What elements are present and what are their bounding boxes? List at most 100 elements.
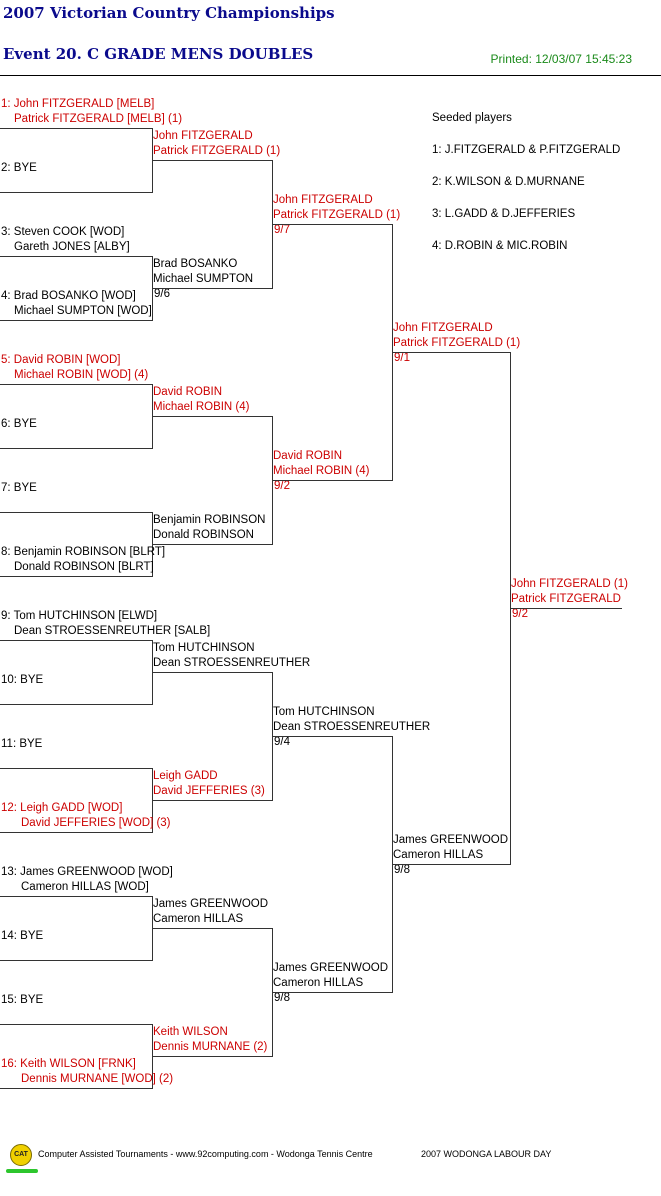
final-entry-1-score: 9/2 — [512, 608, 528, 620]
r1-entry-10-line1: 10: BYE — [1, 674, 44, 686]
r1-entry-4-line1: 4: Brad BOSANKO [WOD] — [1, 290, 136, 302]
r4-entry-1-line — [392, 352, 510, 353]
r3-entry-2-line — [272, 480, 392, 481]
r1-entry-4-line — [0, 320, 152, 321]
r3-entry-2-line1: David ROBIN — [273, 450, 343, 462]
r1-entry-10-line — [0, 704, 152, 705]
r3-entry-2-line2: Michael ROBIN (4) — [273, 465, 370, 477]
r1-entry-6-line — [0, 448, 152, 449]
r2-entry-7-line — [152, 928, 272, 929]
r1-entry-15-line1: 15: BYE — [1, 994, 44, 1006]
r3-entry-3-line1: Tom HUTCHINSON — [273, 706, 375, 718]
r4-entry-1-score: 9/1 — [394, 352, 410, 364]
r1-entry-12-line — [0, 832, 152, 833]
r3-entry-3-line — [272, 736, 392, 737]
r2-entry-8-line1: Keith WILSON — [153, 1026, 228, 1038]
r1-entry-13-line2: Cameron HILLAS [WOD] — [21, 881, 149, 893]
r3-entry-2-score: 9/2 — [274, 480, 290, 492]
r2-entry-2-line2: Michael SUMPTON — [153, 273, 254, 285]
r2-entry-1-line1: John FITZGERALD — [153, 130, 253, 142]
r1-entry-2-line1: 2: BYE — [1, 162, 37, 174]
final-entry-1-line2: Patrick FITZGERALD — [511, 593, 621, 605]
r3-entry-4-line2: Cameron HILLAS — [273, 977, 364, 989]
r1-entry-5-line2: Michael ROBIN [WOD] (4) — [14, 369, 149, 381]
r1-entry-12-line1: 12: Leigh GADD [WOD] — [1, 802, 123, 814]
logo-underline — [6, 1169, 38, 1173]
r2-entry-6-line — [152, 800, 272, 801]
r3-entry-1-score: 9/7 — [274, 224, 290, 236]
r2-entry-1-line — [152, 160, 272, 161]
r1-entry-8-line1: 8: Benjamin ROBINSON [BLRT] — [1, 546, 166, 558]
seed-item-2: 2: K.WILSON & D.MURNANE — [432, 176, 585, 188]
r3-entry-3-line2: Dean STROESSENREUTHER — [273, 721, 431, 733]
final-entry-1-line1: John FITZGERALD (1) — [511, 578, 628, 590]
r2-entry-4-line1: Benjamin ROBINSON — [153, 514, 266, 526]
r1-entry-6-line1: 6: BYE — [1, 418, 37, 430]
r1-entry-1-line — [0, 128, 152, 129]
r1-entry-16-line1: 16: Keith WILSON [FRNK] — [1, 1058, 136, 1070]
printed-timestamp: Printed: 12/03/07 15:45:23 — [490, 52, 632, 66]
r1-entry-9-line2: Dean STROESSENREUTHER [SALB] — [14, 625, 211, 637]
r2-entry-2-score: 9/6 — [154, 288, 170, 300]
r2-entry-8-line2: Dennis MURNANE (2) — [153, 1041, 268, 1053]
r1-entry-14-line1: 14: BYE — [1, 930, 44, 942]
r1-entry-13-line — [0, 896, 152, 897]
r1-entry-7-line1: 7: BYE — [1, 482, 37, 494]
r1-entry-5-line — [0, 384, 152, 385]
header-divider — [0, 75, 661, 76]
r2-entry-3-line1: David ROBIN — [153, 386, 223, 398]
cat-logo-icon: CAT — [10, 1144, 32, 1166]
r2-entry-4-line — [152, 544, 272, 545]
r4-entry-2-score: 9/8 — [394, 864, 410, 876]
r1-entry-3-line2: Gareth JONES [ALBY] — [14, 241, 130, 253]
r3-entry-1-line1: John FITZGERALD — [273, 194, 373, 206]
r2-entry-5-line — [152, 672, 272, 673]
r1-entry-11-line — [0, 768, 152, 769]
r1-entry-8-line — [0, 576, 152, 577]
championship-title: 2007 Victorian Country Championships — [3, 4, 335, 22]
r1-entry-8-line2: Donald ROBINSON [BLRT] — [14, 561, 154, 573]
r2-entry-5-line2: Dean STROESSENREUTHER — [153, 657, 311, 669]
r1-entry-4-line2: Michael SUMPTON [WOD] — [14, 305, 152, 317]
r4-entry-2-line2: Cameron HILLAS — [393, 849, 484, 861]
r1-entry-9-line — [0, 640, 152, 641]
r2-entry-7-line1: James GREENWOOD — [153, 898, 269, 910]
seed-item-3: 3: L.GADD & D.JEFFERIES — [432, 208, 576, 220]
footer-credit: Computer Assisted Tournaments - www.92co… — [38, 1149, 373, 1159]
r1-entry-2-line — [0, 192, 152, 193]
r3-entry-3-score: 9/4 — [274, 736, 290, 748]
r1-entry-13-line1: 13: James GREENWOOD [WOD] — [1, 866, 173, 878]
r2-entry-5-line1: Tom HUTCHINSON — [153, 642, 255, 654]
r4-entry-1-line1: John FITZGERALD — [393, 322, 493, 334]
r2-entry-3-line2: Michael ROBIN (4) — [153, 401, 250, 413]
r1-entry-3-line — [0, 256, 152, 257]
r1-entry-16-line2: Dennis MURNANE [WOD] (2) — [21, 1073, 174, 1085]
r1-entry-7-line — [0, 512, 152, 513]
r1-entry-3-line1: 3: Steven COOK [WOD] — [1, 226, 125, 238]
r2-entry-6-line2: David JEFFERIES (3) — [153, 785, 265, 797]
r3-entry-4-line1: James GREENWOOD — [273, 962, 389, 974]
r4-entry-1-line2: Patrick FITZGERALD (1) — [393, 337, 521, 349]
seed-item-1: 1: J.FITZGERALD & P.FITZGERALD — [432, 144, 621, 156]
r1-entry-12-line2: David JEFFERIES [WOD] (3) — [21, 817, 171, 829]
r3-entry-4-line — [272, 992, 392, 993]
r1-entry-1-line1: 1: John FITZGERALD [MELB] — [1, 98, 155, 110]
r2-entry-6-line1: Leigh GADD — [153, 770, 218, 782]
event-title: Event 20. C GRADE MENS DOUBLES — [3, 45, 314, 63]
r2-entry-3-line — [152, 416, 272, 417]
r4-entry-2-line — [392, 864, 510, 865]
final-entry-1-line — [510, 608, 622, 609]
r4-entry-2-line1: James GREENWOOD — [393, 834, 509, 846]
r2-entry-7-line2: Cameron HILLAS — [153, 913, 244, 925]
r1-entry-1-line2: Patrick FITZGERALD [MELB] (1) — [14, 113, 183, 125]
r1-entry-5-line1: 5: David ROBIN [WOD] — [1, 354, 121, 366]
r2-entry-2-line — [152, 288, 272, 289]
r1-entry-9-line1: 9: Tom HUTCHINSON [ELWD] — [1, 610, 158, 622]
r1-entry-15-line — [0, 1024, 152, 1025]
r1-entry-14-line — [0, 960, 152, 961]
r3-entry-1-line — [272, 224, 392, 225]
r3-entry-4-score: 9/8 — [274, 992, 290, 1004]
seeds-title: Seeded players — [432, 112, 512, 124]
r3-entry-1-line2: Patrick FITZGERALD (1) — [273, 209, 401, 221]
r2-entry-4-line2: Donald ROBINSON — [153, 529, 254, 541]
